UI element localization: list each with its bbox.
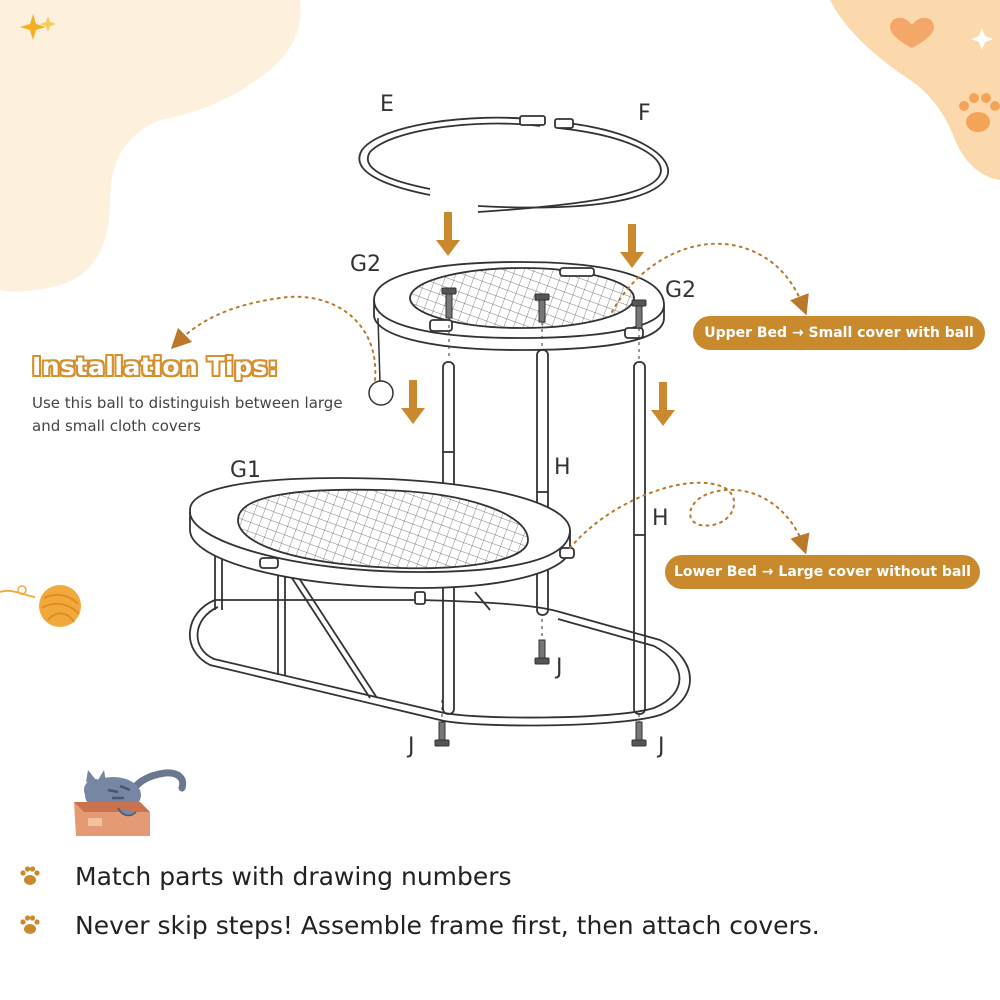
cat-in-box-icon (74, 769, 187, 836)
base-frame (188, 555, 691, 727)
callout-lower-bed: Lower Bed → Large cover without ball (665, 555, 980, 589)
label-part-j-right: J (656, 734, 665, 759)
background-blob-left (0, 0, 301, 292)
callout-upper-bed: Upper Bed → Small cover with ball (693, 316, 985, 350)
label-part-f: F (638, 101, 651, 126)
callout-arrow-upper (611, 242, 809, 316)
label-part-h-right: H (652, 506, 669, 531)
installation-tips-title: Installation Tips: (32, 352, 279, 381)
note-item: Never skip steps! Assemble frame first, … (0, 905, 1000, 945)
down-arrow-icon (401, 212, 675, 426)
screw-icon (434, 639, 647, 747)
label-part-g2-right: G2 (665, 278, 696, 303)
callout-arrow-lower (569, 481, 810, 555)
note-text: Match parts with drawing numbers (75, 861, 512, 891)
sparkle-icon (971, 28, 993, 50)
heart-icon (890, 17, 934, 48)
note-text: Never skip steps! Assemble frame first, … (75, 910, 820, 940)
paw-print-icon (959, 93, 1000, 132)
paw-icon (20, 866, 40, 885)
yarn-ball-icon (0, 585, 81, 627)
label-part-j-center: J (554, 655, 563, 680)
background-blob-right (830, 0, 1000, 180)
label-part-g2-left: G2 (350, 252, 381, 277)
installation-tips-text: Use this ball to distinguish between lar… (32, 394, 343, 435)
guide-lines (441, 318, 640, 722)
label-part-h-left: H (554, 455, 571, 480)
label-part-e: E (380, 92, 394, 117)
label-part-g1: G1 (230, 458, 261, 483)
paw-icon (20, 915, 40, 934)
upper-bed-frame (373, 261, 665, 351)
label-part-j-left: J (406, 734, 415, 759)
sparkle-icon (20, 14, 56, 40)
note-item: Match parts with drawing numbers (0, 856, 1000, 896)
screw-icon (441, 287, 647, 329)
ring-part-e (358, 115, 546, 196)
ring-part-f (477, 118, 669, 213)
hanging-ball (368, 317, 394, 406)
lower-bed-frame (189, 477, 575, 605)
callout-arrow-tips (170, 295, 377, 381)
